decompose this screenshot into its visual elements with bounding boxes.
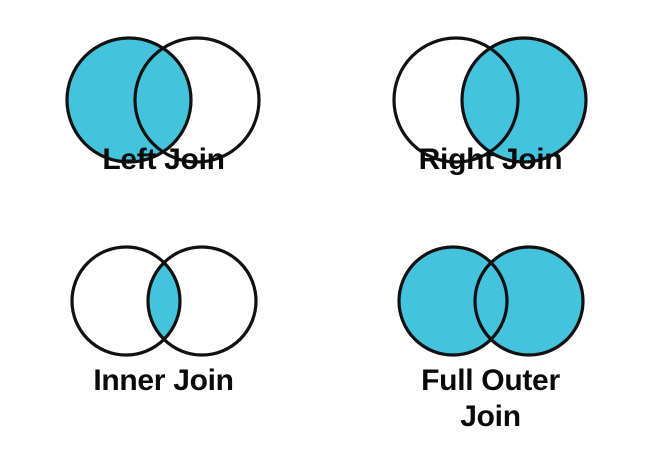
caption-full-outer-join: Full Outer Join bbox=[327, 363, 654, 435]
venn-svg-full-outer-join bbox=[396, 245, 585, 357]
caption-line-1: Full Outer bbox=[421, 364, 560, 397]
caption-right-join: Right Join bbox=[418, 143, 563, 176]
region-right-circle bbox=[474, 247, 583, 355]
diagram-cell-inner-join: Inner Join bbox=[0, 237, 327, 474]
outline-left-circle bbox=[396, 245, 509, 357]
region-left-circle bbox=[71, 247, 180, 355]
venn-svg-left-join bbox=[64, 36, 261, 164]
outline-left-circle bbox=[64, 36, 193, 164]
outline-left-circle bbox=[69, 245, 182, 357]
region-right-circle bbox=[147, 247, 256, 355]
diagram-cell-full-outer-join: Full Outer Join bbox=[327, 237, 654, 474]
caption-left-join: Left Join bbox=[102, 143, 225, 176]
venn-right-join bbox=[327, 34, 654, 166]
outline-right-circle bbox=[459, 36, 588, 164]
outline-right-circle bbox=[132, 36, 261, 164]
diagram-cell-right-join: Right Join bbox=[327, 0, 654, 237]
outline-left-circle bbox=[391, 36, 520, 164]
region-intersection bbox=[461, 38, 518, 162]
venn-left-join bbox=[0, 34, 327, 166]
venn-svg-inner-join bbox=[69, 245, 258, 357]
caption-inner-join: Inner Join bbox=[93, 364, 234, 397]
diagram-cell-left-join: Left Join bbox=[0, 0, 327, 237]
venn-svg-right-join bbox=[391, 36, 588, 164]
region-intersection bbox=[134, 38, 191, 162]
outline-right-circle bbox=[472, 245, 585, 357]
venn-inner-join bbox=[0, 243, 327, 359]
outline-right-circle bbox=[145, 245, 258, 357]
region-left-circle bbox=[398, 247, 507, 355]
venn-full-outer-join bbox=[327, 243, 654, 359]
caption-line-2: Join bbox=[460, 400, 521, 433]
